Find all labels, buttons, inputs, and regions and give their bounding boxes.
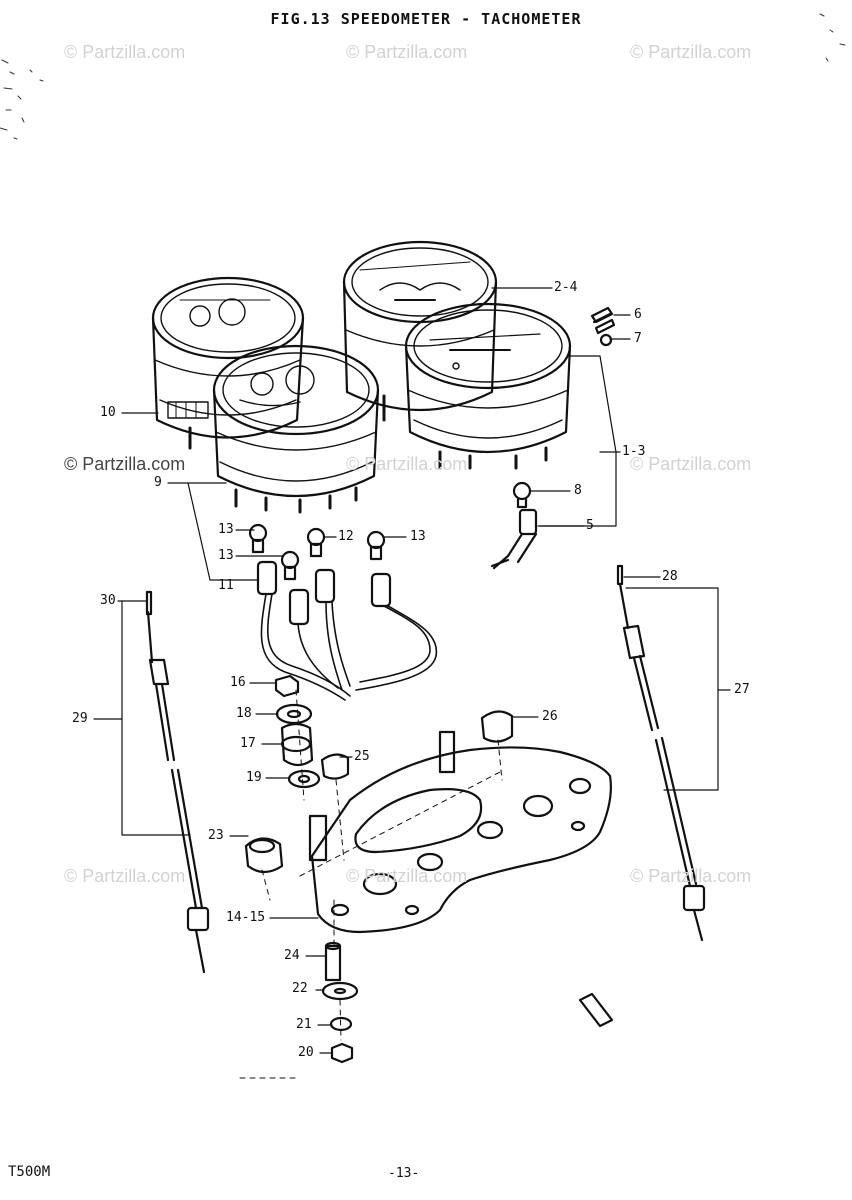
callout-18: 18 bbox=[236, 706, 252, 721]
assembly-lines bbox=[239, 689, 503, 1079]
watermark: © Partzilla.com bbox=[630, 42, 752, 62]
callout-16: 16 bbox=[230, 675, 246, 690]
part-clip bbox=[578, 992, 614, 1028]
callout-17: 17 bbox=[240, 736, 256, 751]
callout-2-4: 2-4 bbox=[554, 280, 578, 295]
gauge-9 bbox=[212, 344, 380, 514]
watermark: © Partzilla.com bbox=[630, 866, 752, 886]
callout-24: 24 bbox=[284, 948, 300, 963]
callout-23: 23 bbox=[208, 828, 224, 843]
watermark: © Partzilla.com bbox=[64, 866, 186, 886]
callout-8: 8 bbox=[574, 483, 582, 498]
watermark: © Partzilla.com bbox=[346, 866, 468, 886]
watermark: © Partzilla.com bbox=[64, 42, 186, 62]
bulb-12 bbox=[306, 527, 326, 558]
callout-5: 5 bbox=[586, 518, 594, 533]
cable-27 bbox=[616, 564, 706, 942]
callout-25: 25 bbox=[354, 749, 370, 764]
part-26-cap bbox=[480, 710, 514, 743]
part-7-bulb bbox=[599, 333, 613, 347]
watermark: © Partzilla.com bbox=[346, 42, 468, 62]
part-25-cap bbox=[320, 753, 350, 780]
callout-13-mid: 13 bbox=[218, 548, 234, 563]
watermark: © Partzilla.com bbox=[346, 454, 468, 474]
watermark: © Partzilla.com bbox=[64, 454, 186, 474]
callout-13-right: 13 bbox=[410, 529, 426, 544]
part-5-socket bbox=[490, 508, 538, 570]
gauge-10 bbox=[151, 276, 305, 450]
part-8-bulb bbox=[512, 481, 532, 509]
callout-13-top: 13 bbox=[218, 522, 234, 537]
page-number: -13- bbox=[388, 1166, 420, 1181]
part-19-washer bbox=[287, 769, 321, 789]
callout-12: 12 bbox=[338, 529, 354, 544]
callout-9: 9 bbox=[154, 475, 162, 490]
callout-22: 22 bbox=[292, 981, 308, 996]
model-code: T500M bbox=[8, 1164, 51, 1180]
part-20-nut bbox=[330, 1042, 354, 1064]
callout-21: 21 bbox=[296, 1017, 312, 1032]
callout-1-3: 1-3 bbox=[622, 444, 646, 459]
scan-noise bbox=[0, 13, 846, 140]
callout-27: 27 bbox=[734, 682, 750, 697]
bulb-13-right bbox=[366, 530, 386, 561]
part-16-nut bbox=[274, 674, 300, 698]
callout-6: 6 bbox=[634, 307, 642, 322]
callout-7: 7 bbox=[634, 331, 642, 346]
callout-19: 19 bbox=[246, 770, 262, 785]
callout-20: 20 bbox=[298, 1045, 314, 1060]
part-22-washer bbox=[321, 981, 359, 1001]
callout-26: 26 bbox=[542, 709, 558, 724]
part-23-grommet bbox=[244, 837, 284, 874]
part-24-spacer bbox=[324, 941, 342, 982]
watermark: © Partzilla.com bbox=[630, 454, 752, 474]
callout-28: 28 bbox=[662, 569, 678, 584]
gauge-1-3 bbox=[404, 302, 572, 470]
leader-lines bbox=[93, 287, 731, 1054]
bulb-13-center bbox=[280, 550, 300, 581]
part-18-washer bbox=[275, 703, 313, 725]
callout-14-15: 14-15 bbox=[226, 910, 266, 925]
callout-29: 29 bbox=[72, 711, 88, 726]
wiring-harness-11 bbox=[256, 560, 438, 701]
part-17-grommet bbox=[280, 722, 314, 767]
callout-30: 30 bbox=[100, 593, 116, 608]
bracket-14-15 bbox=[308, 730, 612, 934]
bulb-13-left bbox=[248, 523, 268, 554]
figure-title: FIG.13 SPEEDOMETER - TACHOMETER bbox=[270, 10, 582, 28]
part-6-spring bbox=[590, 306, 616, 335]
cable-29 bbox=[145, 590, 210, 974]
callout-10: 10 bbox=[100, 405, 116, 420]
callout-11: 11 bbox=[218, 578, 234, 593]
